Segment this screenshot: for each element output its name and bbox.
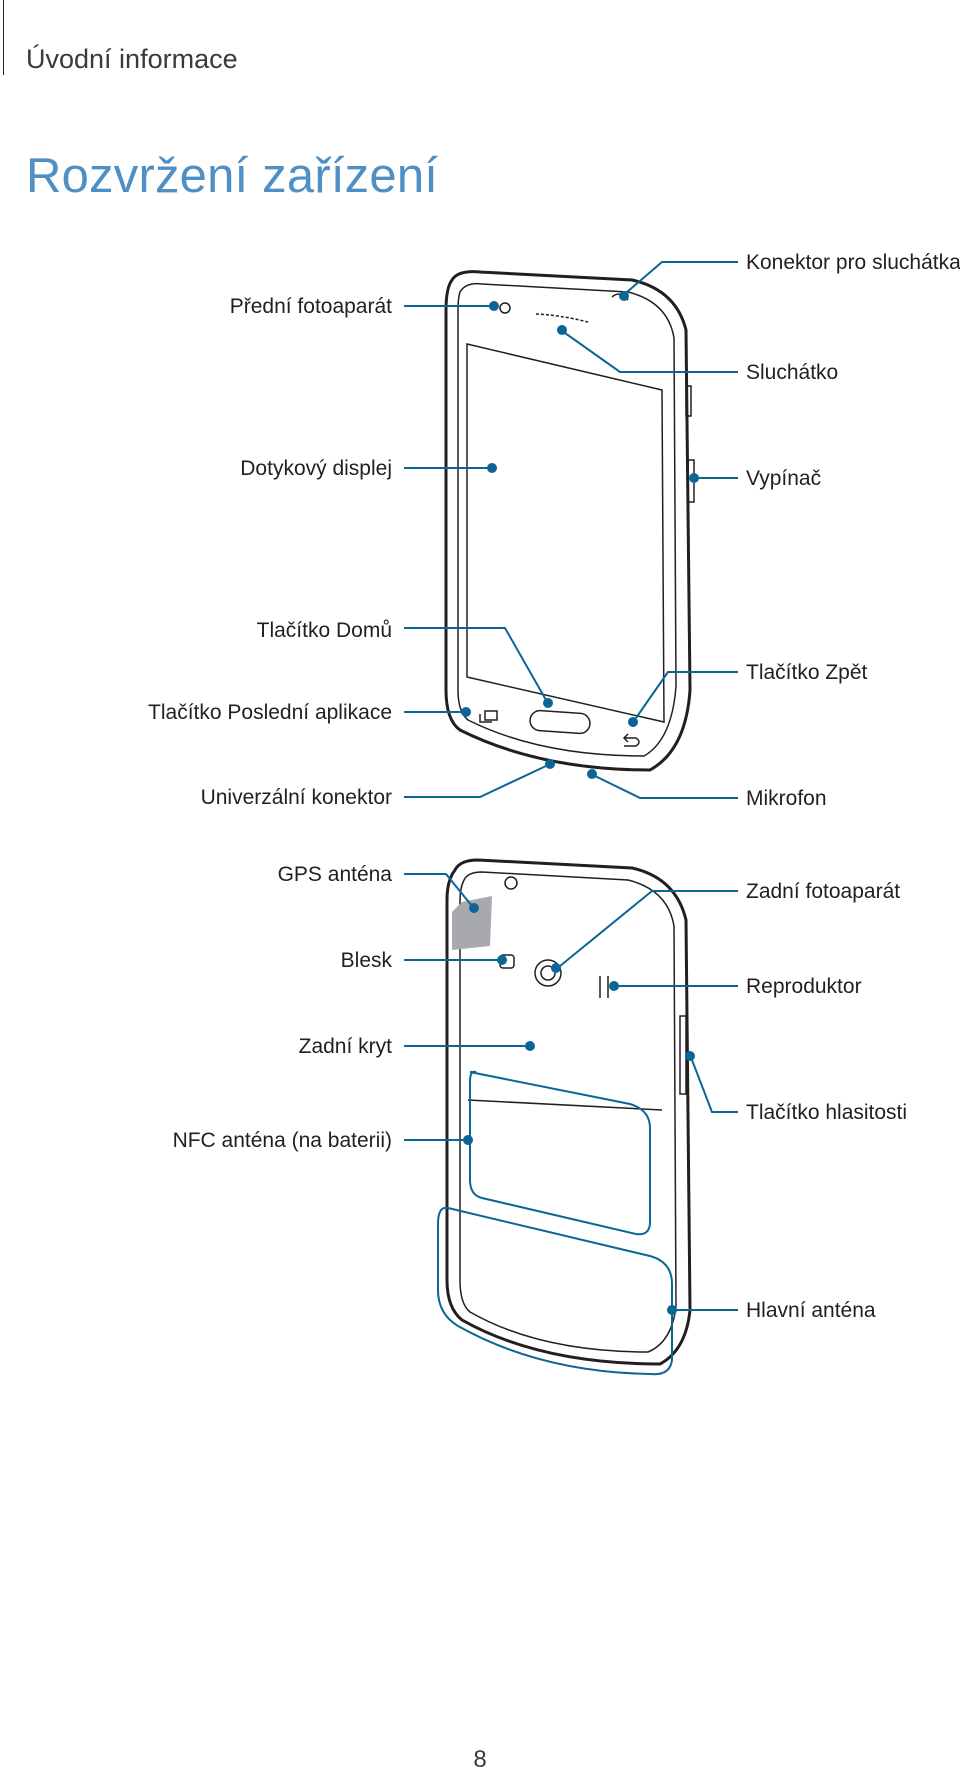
- label-flash: Blesk: [340, 949, 392, 972]
- label-headset-jack: Konektor pro sluchátka: [746, 251, 960, 274]
- section-header: Úvodní informace: [26, 44, 238, 74]
- label-rear-camera: Zadní fotoaparát: [746, 880, 901, 903]
- label-recent-apps-button: Tlačítko Poslední aplikace: [148, 701, 392, 724]
- main-antenna-outline: [437, 1206, 673, 1376]
- page-number: 8: [473, 1746, 487, 1773]
- label-gps-antenna: GPS anténa: [277, 863, 392, 886]
- back-leaders: [404, 873, 738, 1315]
- margin-rule: [3, 0, 4, 75]
- label-microphone: Mikrofon: [746, 787, 827, 810]
- label-back-cover: Zadní kryt: [298, 1035, 392, 1058]
- label-speaker: Reproduktor: [746, 975, 862, 998]
- label-power-button: Vypínač: [746, 467, 822, 490]
- label-front-camera: Přední fotoaparát: [229, 295, 392, 318]
- back-phone-outline: [445, 858, 692, 1366]
- label-nfc-antenna: NFC anténa (na baterii): [172, 1129, 392, 1152]
- label-universal-connector: Univerzální konektor: [200, 786, 392, 809]
- nfc-antenna-outline: [469, 1070, 651, 1236]
- front-leaders: [404, 261, 738, 799]
- label-back-button: Tlačítko Zpět: [746, 661, 868, 684]
- page-title: Rozvržení zařízení: [26, 149, 439, 203]
- front-phone-outline: [444, 270, 695, 772]
- label-volume-button: Tlačítko hlasitosti: [746, 1101, 908, 1124]
- label-main-antenna: Hlavní anténa: [746, 1299, 876, 1322]
- label-touch-display: Dotykový displej: [240, 457, 392, 480]
- label-earpiece: Sluchátko: [746, 361, 839, 384]
- label-home-button: Tlačítko Domů: [256, 619, 392, 642]
